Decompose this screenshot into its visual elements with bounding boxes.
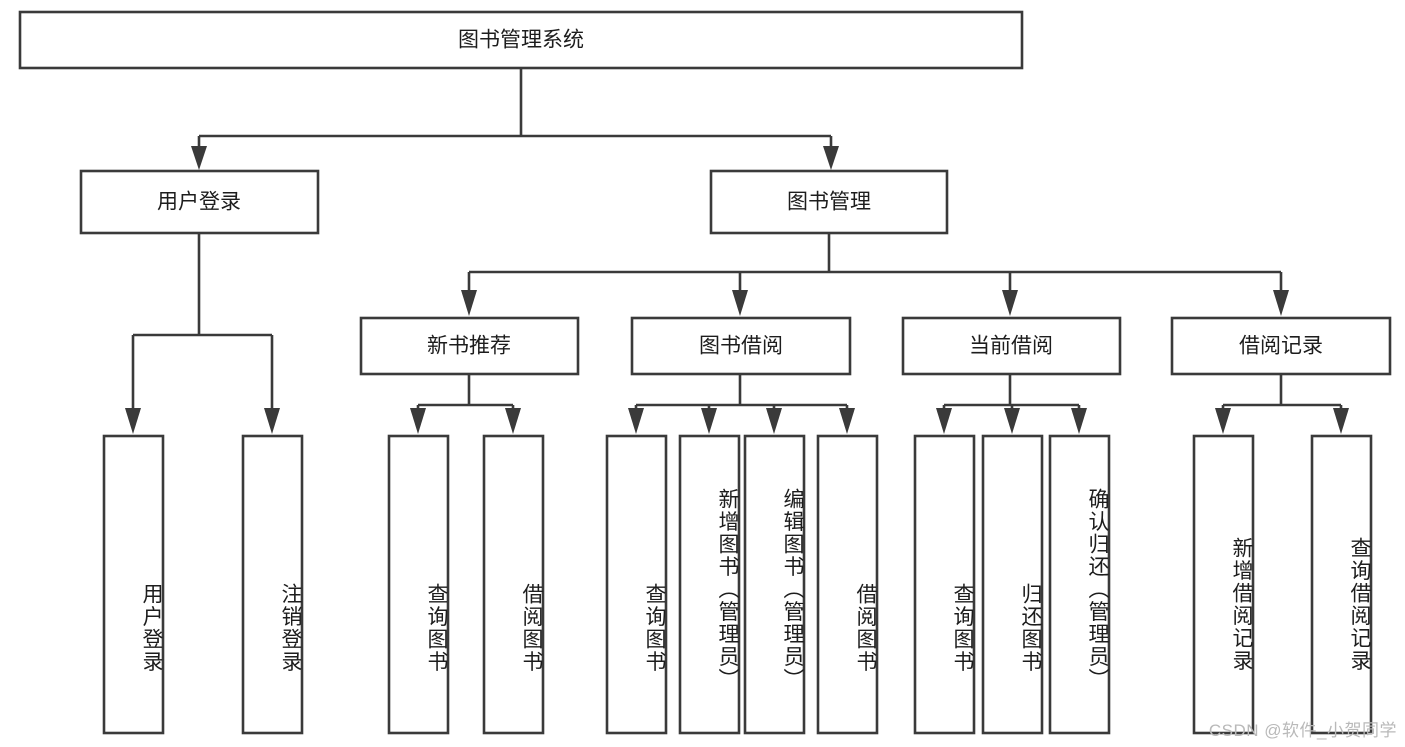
arrowhead-user-login bbox=[191, 146, 207, 170]
node-box-book-manage[interactable] bbox=[709, 169, 949, 235]
node-label-book-borrow: 图书借阅 bbox=[699, 335, 783, 358]
connector-group-root bbox=[191, 68, 839, 170]
arrowhead-book-manage bbox=[823, 146, 839, 170]
node-label-new-book-rec: 新书推荐 bbox=[427, 335, 511, 358]
connector-group-book-manage bbox=[461, 233, 1289, 316]
node-box-leaf-add-record[interactable] bbox=[1192, 434, 1255, 735]
arrowhead-leaf-add-record bbox=[1215, 408, 1231, 434]
node-box-leaf-borrow-book-rec[interactable] bbox=[482, 434, 545, 735]
node-label-current-borrow: 当前借阅 bbox=[969, 335, 1053, 358]
node-box-borrow-record[interactable] bbox=[1170, 316, 1392, 376]
node-box-leaf-edit-book[interactable] bbox=[743, 434, 806, 735]
node-box-leaf-add-book[interactable] bbox=[678, 434, 741, 735]
node-label-borrow-record: 借阅记录 bbox=[1239, 335, 1323, 358]
arrowhead-leaf-query-book-cur bbox=[936, 408, 952, 434]
node-box-leaf-user-logout[interactable] bbox=[241, 434, 304, 735]
arrowhead-leaf-query-book-rec bbox=[410, 408, 426, 434]
arrowhead-leaf-return-book bbox=[1004, 408, 1020, 434]
connector-group-new-book-rec bbox=[410, 374, 521, 434]
arrowhead-borrow-record bbox=[1273, 290, 1289, 316]
node-box-root[interactable] bbox=[18, 10, 1024, 70]
node-box-user-login[interactable] bbox=[79, 169, 320, 235]
arrowhead-leaf-edit-book bbox=[766, 408, 782, 434]
node-box-leaf-query-book-rec[interactable] bbox=[387, 434, 450, 735]
arrowhead-current-borrow bbox=[1002, 290, 1018, 316]
node-box-book-borrow[interactable] bbox=[630, 316, 852, 376]
connector-group-borrow-record bbox=[1215, 374, 1349, 434]
node-label-user-login: 用户登录 bbox=[157, 191, 241, 214]
arrowhead-leaf-user-logout bbox=[264, 408, 280, 434]
csdn-watermark: CSDN @软件_小贺同学 bbox=[1208, 721, 1397, 740]
arrowhead-leaf-query-record bbox=[1333, 408, 1349, 434]
arrowhead-leaf-query-book bbox=[628, 408, 644, 434]
arrowhead-leaf-borrow-book bbox=[839, 408, 855, 434]
node-box-new-book-rec[interactable] bbox=[359, 316, 580, 376]
node-label-root: 图书管理系统 bbox=[458, 29, 584, 52]
connector-group-current-borrow bbox=[936, 374, 1087, 434]
node-box-leaf-query-book[interactable] bbox=[605, 434, 668, 735]
connector-group-book-borrow bbox=[628, 374, 855, 434]
node-label-book-manage: 图书管理 bbox=[787, 191, 871, 214]
node-box-leaf-query-record[interactable] bbox=[1310, 434, 1373, 735]
arrowhead-book-borrow bbox=[732, 290, 748, 316]
arrowhead-leaf-user-login bbox=[125, 408, 141, 434]
arrowhead-leaf-borrow-book-rec bbox=[505, 408, 521, 434]
node-box-leaf-query-book-cur[interactable] bbox=[913, 434, 976, 735]
connector-group-user-login bbox=[125, 233, 280, 434]
node-box-current-borrow[interactable] bbox=[901, 316, 1122, 376]
arrowhead-leaf-confirm-return bbox=[1071, 408, 1087, 434]
node-box-leaf-return-book[interactable] bbox=[981, 434, 1044, 735]
node-box-leaf-user-login[interactable] bbox=[102, 434, 165, 735]
arrowhead-leaf-add-book bbox=[701, 408, 717, 434]
node-box-leaf-confirm-return[interactable] bbox=[1048, 434, 1111, 735]
arrowhead-new-book-rec bbox=[461, 290, 477, 316]
node-box-leaf-borrow-book[interactable] bbox=[816, 434, 879, 735]
